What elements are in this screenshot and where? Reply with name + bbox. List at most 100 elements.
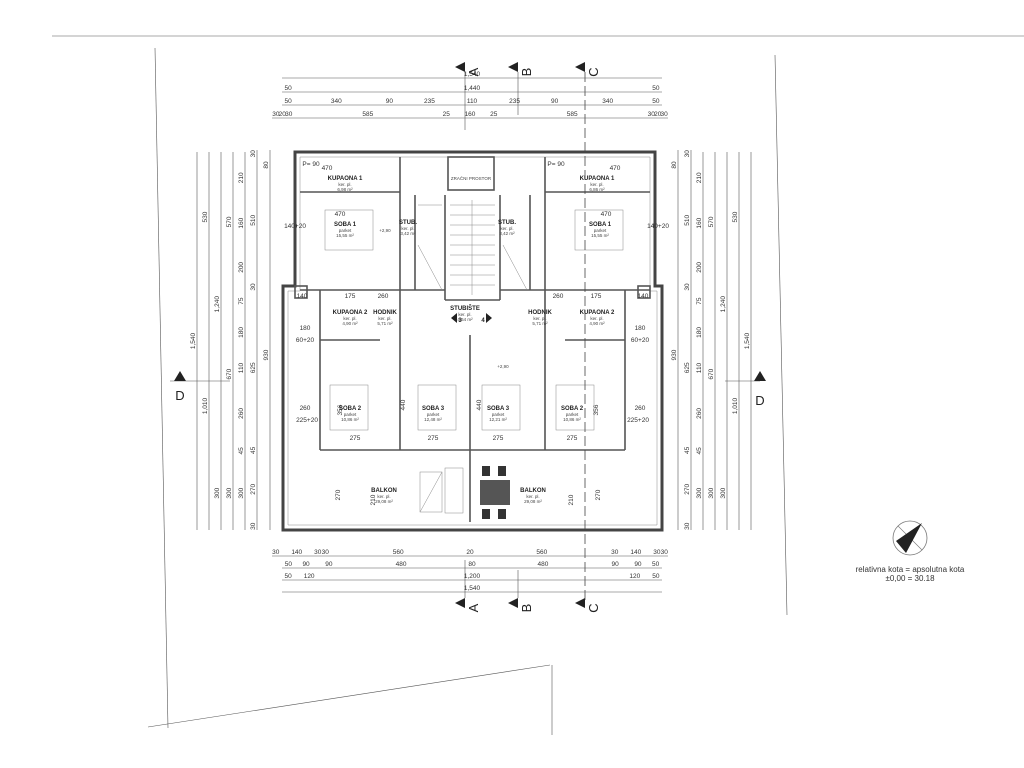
- inner-dimension-label: 60+20: [296, 337, 315, 344]
- inner-dimension-label: 470: [610, 165, 621, 172]
- room-area: 6,98 m²: [337, 187, 353, 192]
- dimension-label: 480: [396, 561, 407, 568]
- dimension-label: 570: [226, 216, 233, 227]
- inner-dimension-label: 60+20: [631, 337, 650, 344]
- room-name: BALKON: [371, 488, 397, 494]
- dimension-label: 30: [285, 111, 293, 118]
- inner-dimension-label: 270: [335, 489, 342, 500]
- room-floor-finish: parket: [566, 412, 579, 417]
- room-floor-finish: parket: [492, 412, 505, 417]
- dimension-label: 300: [238, 487, 245, 498]
- dimension-label: 50: [285, 98, 293, 105]
- dining-set-icon: [480, 466, 510, 519]
- sheet-frame: [52, 35, 1024, 735]
- dimension-label: 20: [654, 111, 662, 118]
- room-area: 12,48 m²: [424, 417, 442, 422]
- stair-number: 4: [481, 318, 485, 324]
- room-name: KUPAONA 1: [328, 176, 363, 182]
- dimension-label: 45: [696, 447, 703, 455]
- inner-dimension-label: 260: [300, 405, 311, 412]
- room-floor-finish: ker. pl.: [500, 226, 513, 231]
- inner-dimension-label: 180: [300, 325, 311, 332]
- room-name: STUB.: [498, 220, 516, 226]
- dimension-label: 510: [250, 215, 257, 226]
- dimension-label: 110: [238, 362, 245, 373]
- dimension-label: 30: [272, 549, 280, 556]
- dimension-label: 45: [684, 446, 691, 454]
- dimension-label: 210: [696, 172, 703, 183]
- dimension-label: 160: [238, 217, 245, 228]
- dimension-label: 270: [250, 483, 257, 494]
- room-name: KUPAONA 1: [580, 176, 615, 182]
- dimension-label: 90: [551, 98, 559, 105]
- room-name: HODNIK: [528, 310, 552, 316]
- room-floor-finish: ker. pl.: [533, 316, 546, 321]
- inner-dimension-label: 260: [553, 293, 564, 300]
- dimension-label: 30: [653, 549, 661, 556]
- dimension-label: 200: [696, 262, 703, 273]
- stair-arrows: [451, 313, 492, 323]
- inner-dimension-label: 225+20: [627, 417, 649, 424]
- dimension-label: 260: [696, 408, 703, 419]
- room-name: KUPAONA 2: [333, 310, 368, 316]
- section-lines: [170, 62, 766, 608]
- dimension-label: 1,010: [202, 398, 209, 415]
- dimension-label: 560: [393, 549, 404, 556]
- section-marker-a: A: [466, 67, 481, 76]
- room-floor-finish: ker. pl.: [377, 494, 390, 499]
- dimension-label: 80: [263, 161, 270, 169]
- dimension-label: 510: [684, 215, 691, 226]
- dimension-label: 50: [652, 98, 660, 105]
- inner-dimension-label: 470: [335, 211, 346, 218]
- room-area: 4,90 m²: [342, 321, 358, 326]
- inner-dimension-label: P= 90: [547, 161, 565, 168]
- dimension-label: 90: [634, 561, 642, 568]
- room-floor-finish: parket: [339, 228, 352, 233]
- dimension-label: 930: [263, 349, 270, 360]
- section-marker-d: D: [755, 393, 764, 408]
- dimension-label: 30: [250, 150, 257, 158]
- inner-dimension-label: 140+20: [647, 223, 669, 230]
- dimension-label: 50: [285, 573, 293, 580]
- dimension-label: 50: [652, 573, 660, 580]
- dimension-label: 50: [652, 561, 660, 568]
- dimension-label: 180: [238, 327, 245, 338]
- room-area: 10,86 m²: [341, 417, 359, 422]
- building-outline: [281, 150, 664, 532]
- dimension-label: 90: [386, 98, 394, 105]
- room-area: 3,42 m²: [400, 231, 416, 236]
- dimension-label: 90: [302, 561, 310, 568]
- section-marker-b: B: [519, 68, 534, 77]
- dimension-label: 625: [250, 362, 257, 373]
- dimension-label: 300: [708, 487, 715, 498]
- dimension-label: 30: [661, 111, 669, 118]
- dimension-label: 625: [684, 362, 691, 373]
- dimension-label: 140: [291, 549, 302, 556]
- dimension-label: 585: [567, 111, 578, 118]
- dimension-label: 30: [272, 111, 280, 118]
- dimension-label: 30: [322, 549, 330, 556]
- dimension-label: 300: [226, 487, 233, 498]
- dimension-label: 110: [467, 98, 478, 105]
- dimension-label: 1,240: [214, 296, 221, 313]
- dimension-label: 45: [250, 446, 257, 454]
- room-floor-finish: ker. pl.: [401, 226, 414, 231]
- dimension-label: 90: [325, 561, 333, 568]
- dimension-label: 210: [238, 172, 245, 183]
- dimension-label: 1,240: [720, 296, 727, 313]
- room-name: BALKON: [520, 488, 546, 494]
- dimension-label: 480: [538, 561, 549, 568]
- inner-dimension-label: 470: [601, 211, 612, 218]
- room-name: STUBIŠTE: [450, 304, 480, 312]
- room-name: SOBA 1: [589, 222, 612, 228]
- room-area: 5,71 m²: [377, 321, 393, 326]
- inner-dimension-label: 140+20: [284, 223, 306, 230]
- inner-dimension-label: 440: [476, 399, 483, 410]
- dimension-label: 300: [720, 487, 727, 498]
- dimension-label: 270: [684, 483, 691, 494]
- section-marker-d: D: [175, 388, 184, 403]
- dimension-label: 120: [629, 573, 640, 580]
- dimension-label: 30: [314, 549, 322, 556]
- room-area: 3,42 m²: [499, 231, 515, 236]
- dimension-label: 30: [684, 150, 691, 158]
